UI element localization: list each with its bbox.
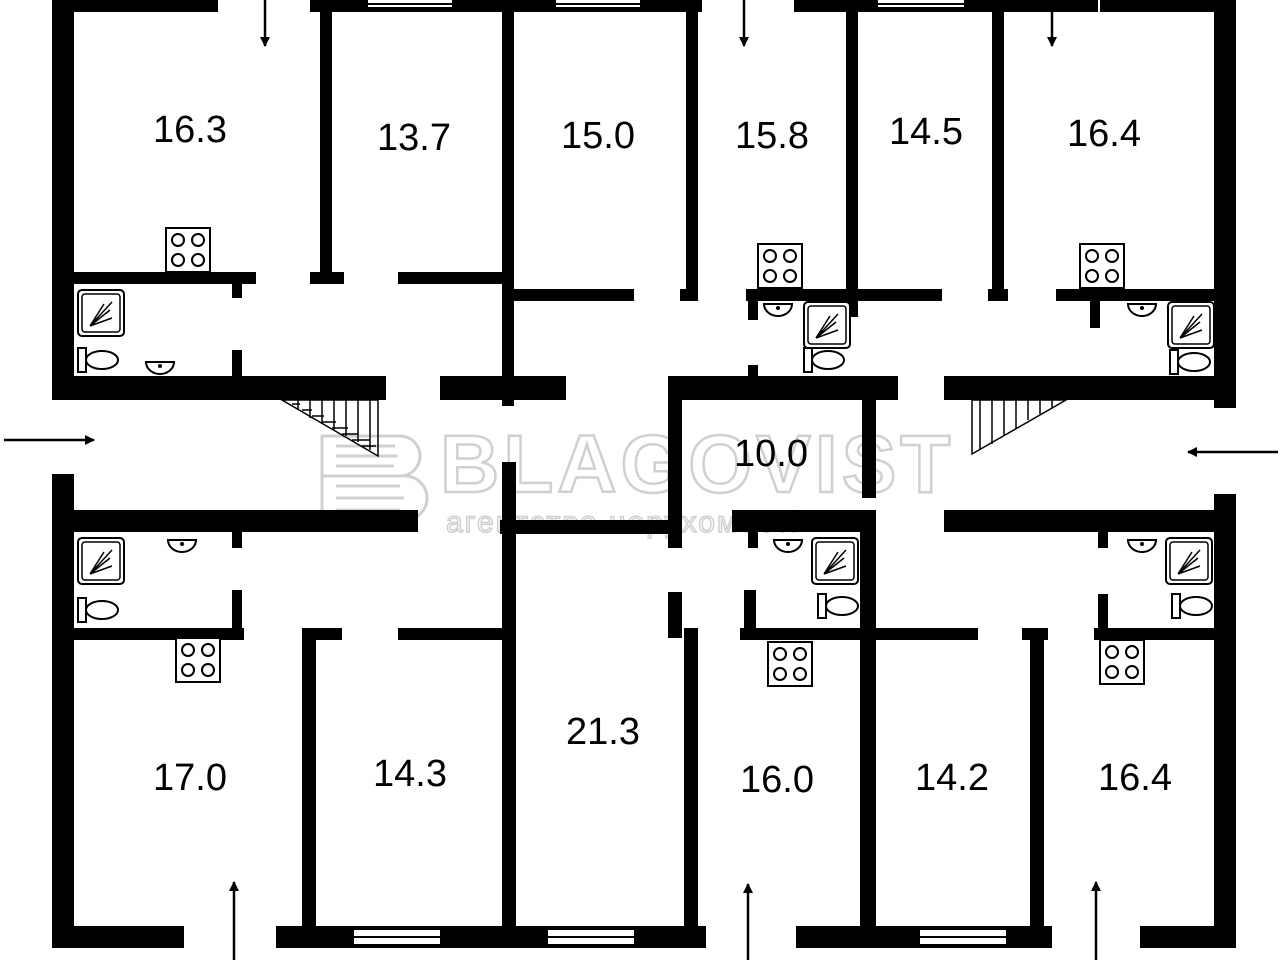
room-area: 17.0 — [153, 757, 227, 799]
toilet-icon — [1169, 349, 1211, 375]
room-area: 14.2 — [915, 757, 989, 799]
shower-icon — [811, 537, 859, 585]
toilet-icon — [817, 593, 859, 619]
room-area: 15.8 — [735, 115, 809, 157]
room-area: 16.4 — [1067, 113, 1141, 155]
windows — [354, 3, 1006, 938]
room-area: 16.3 — [153, 109, 227, 151]
entry-arrows — [4, 0, 1278, 960]
stove-icon — [165, 227, 211, 273]
stove-icon — [1079, 243, 1125, 289]
shower-icon — [803, 301, 851, 349]
stove-icon — [767, 641, 813, 687]
toilet-icon — [1171, 593, 1213, 619]
stove-icon — [1099, 639, 1145, 685]
toilet-icon — [77, 347, 119, 373]
toilet-icon — [803, 347, 845, 373]
room-labels: 16.3 13.7 15.0 15.8 14.5 16.4 10.0 17.0 … — [153, 109, 1172, 801]
room-area: 10.0 — [734, 433, 808, 475]
sink-icon — [1127, 303, 1157, 317]
room-area: 15.0 — [561, 115, 635, 157]
sink-icon — [773, 539, 803, 553]
watermark-logo-icon — [320, 434, 429, 522]
shower-icon — [1167, 301, 1215, 349]
sink-icon — [167, 539, 197, 553]
stove-icon — [757, 243, 803, 289]
shower-icon — [77, 289, 125, 337]
room-area: 14.5 — [889, 111, 963, 153]
stairs-left-icon — [279, 399, 379, 458]
stove-icon — [175, 637, 221, 683]
room-area: 13.7 — [377, 117, 451, 159]
watermark-title: BLAGOVIST — [440, 419, 954, 510]
stairs-right-icon — [971, 399, 1069, 456]
room-area: 16.4 — [1098, 757, 1172, 799]
shower-icon — [1165, 537, 1213, 585]
room-area: 21.3 — [566, 711, 640, 753]
sink-icon — [763, 303, 793, 317]
room-area: 16.0 — [740, 759, 814, 801]
sink-icon — [1127, 539, 1157, 553]
room-area: 14.3 — [373, 753, 447, 795]
sink-icon — [145, 361, 175, 375]
toilet-icon — [77, 597, 119, 623]
shower-icon — [77, 537, 125, 585]
